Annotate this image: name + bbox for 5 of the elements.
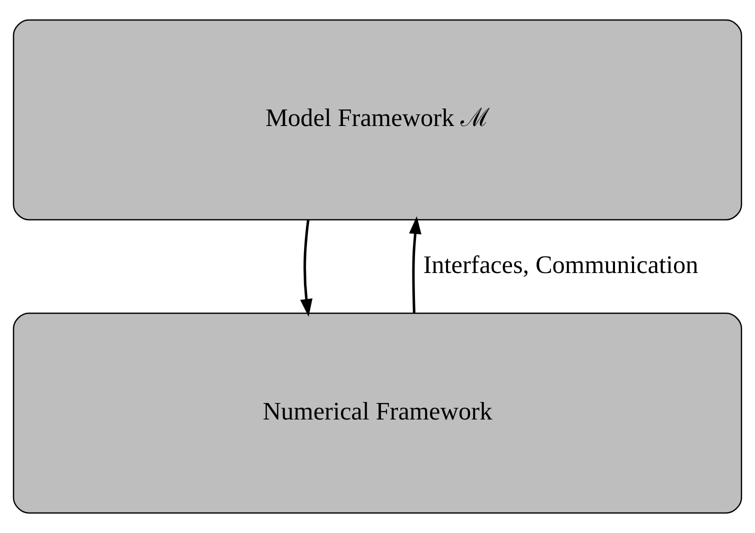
node-box: Model Framework ℳ xyxy=(12,19,742,220)
label: Interfaces, Communication xyxy=(423,250,698,279)
node-box: Numerical Framework xyxy=(12,312,742,514)
arrow xyxy=(409,216,422,313)
arrow xyxy=(300,220,312,317)
